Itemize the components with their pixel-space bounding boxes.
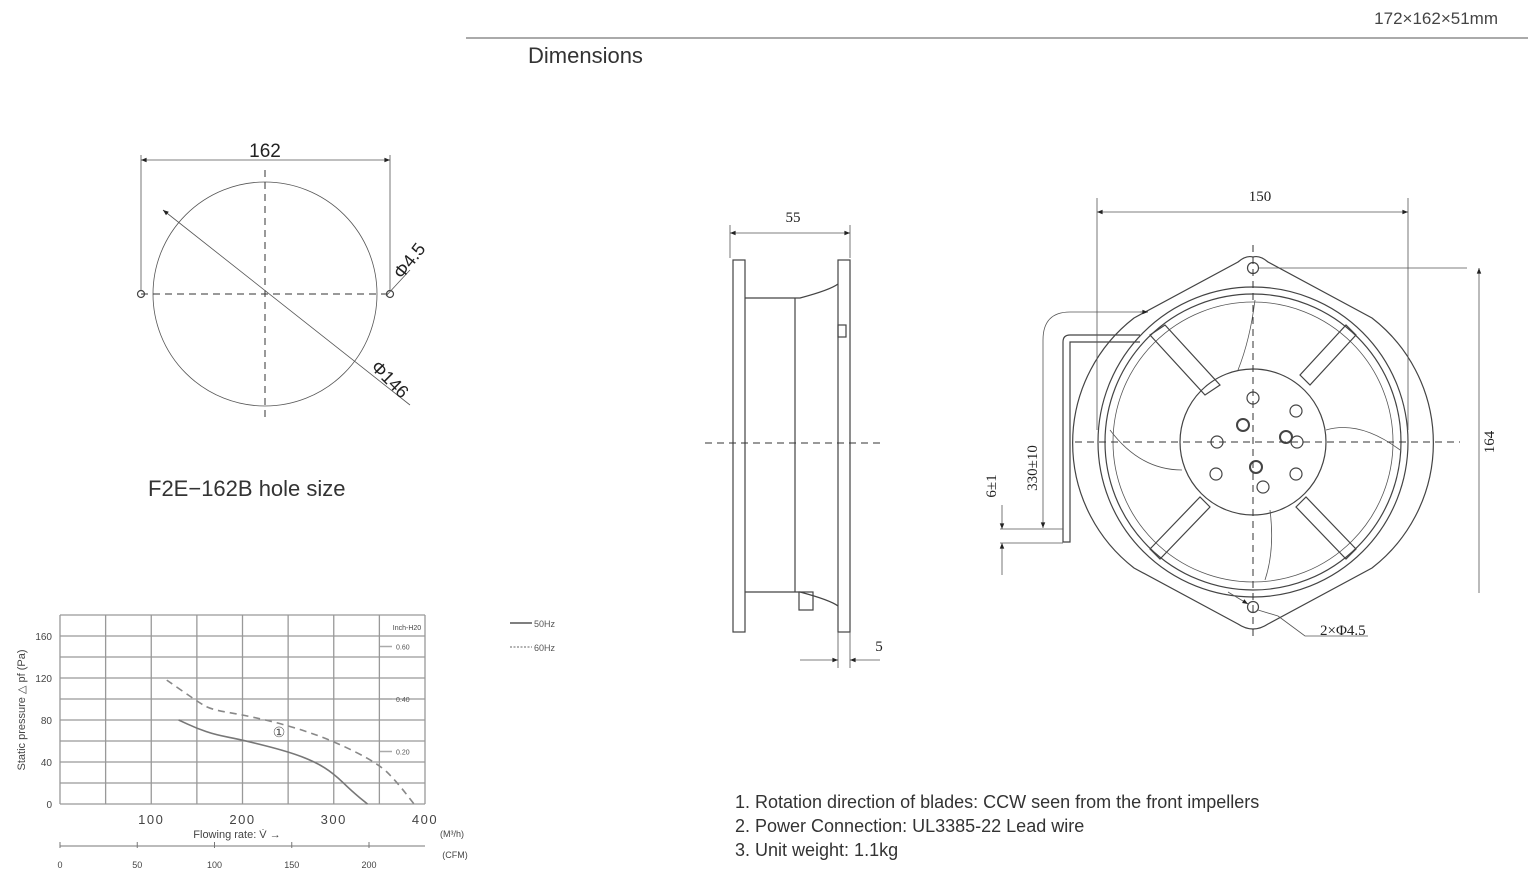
cfm-tick-label: 0 — [57, 860, 62, 870]
inch-tick-label: 0.60 — [396, 645, 410, 652]
cfm-tick-label: 100 — [207, 860, 222, 870]
front-width-dim: 150 — [1249, 189, 1272, 205]
inch-tick-label: 0.40 — [396, 697, 410, 704]
x-tick-label: 400 — [412, 812, 438, 827]
note-item: 3. Unit weight: 1.1kg — [735, 840, 898, 860]
y-tick-label: 40 — [41, 758, 53, 769]
hole-size-drawing: 162 Φ4.5 Φ146 — [136, 141, 429, 420]
mount-hole-dim: 2×Φ4.5 — [1320, 623, 1366, 639]
side-flange-dim: 5 — [875, 639, 883, 655]
x-axis-label: Flowing rate: V̇ → — [193, 828, 280, 841]
performance-chart: 0 40 80 120 160 100 200 300 400 0 50 100 150 200 0.60 0… — [16, 614, 556, 870]
curve-annotation: ① — [273, 724, 286, 740]
cfm-unit: (CFM) — [442, 850, 468, 860]
model-size: 172×162×51mm — [1374, 9, 1498, 28]
circle-diameter-dim: Φ146 — [367, 357, 413, 403]
section-title: Dimensions — [528, 43, 643, 68]
cfm-tick-label: 50 — [132, 860, 142, 870]
y-tick-label: 160 — [35, 632, 52, 643]
front-view-drawing: 150 164 330±10 6±1 2×Φ4.5 — [984, 189, 1498, 640]
inch-tick-label: 0.20 — [396, 750, 410, 757]
y-tick-label: 0 — [46, 800, 52, 811]
side-depth-dim: 55 — [786, 210, 801, 226]
note-item: 2. Power Connection: UL3385-22 Lead wire — [735, 816, 1084, 836]
x-tick-label: 200 — [229, 812, 255, 827]
y-tick-label: 120 — [35, 674, 52, 685]
hole-size-caption: F2E−162B hole size — [148, 476, 346, 501]
strip-length-dim: 6±1 — [984, 474, 1000, 497]
side-view-drawing: 55 5 — [705, 210, 883, 668]
y-axis-label: Static pressure △ pf (Pa) — [16, 650, 28, 771]
inch-h2o-unit: Inch-H20 — [393, 625, 422, 632]
notes: 1. Rotation direction of blades: CCW see… — [735, 792, 1259, 860]
hole-width-dim: 162 — [249, 141, 281, 162]
legend-60hz: 60Hz — [534, 643, 556, 653]
hole-diameter-dim: Φ4.5 — [389, 239, 429, 282]
legend-50hz: 50Hz — [534, 619, 556, 629]
note-item: 1. Rotation direction of blades: CCW see… — [735, 792, 1259, 812]
y-tick-label: 80 — [41, 716, 53, 727]
front-height-dim: 164 — [1482, 430, 1498, 453]
x-tick-label: 300 — [321, 812, 347, 827]
series-50Hz-line — [178, 719, 369, 805]
cfm-tick-label: 200 — [361, 860, 376, 870]
cfm-tick-label: 150 — [284, 860, 299, 870]
series-60Hz-line — [166, 679, 415, 805]
x-tick-label: 100 — [138, 812, 164, 827]
x-axis-unit: (M³/h) — [440, 829, 464, 839]
wire-length-dim: 330±10 — [1025, 445, 1041, 491]
